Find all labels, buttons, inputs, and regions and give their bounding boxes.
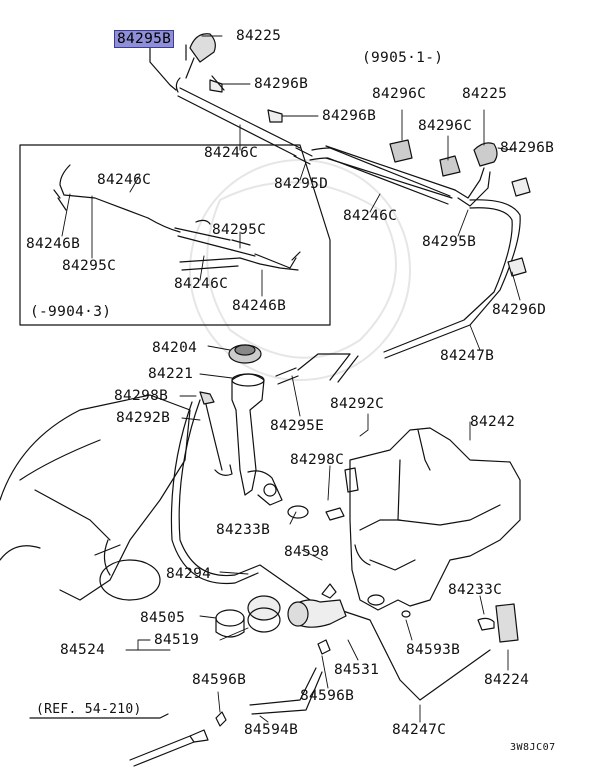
part-84225-2[interactable]: 84225 <box>462 86 508 102</box>
middle-hoses <box>170 391 491 701</box>
reservoir-tank <box>344 427 521 611</box>
part-84294[interactable]: 84294 <box>166 566 212 582</box>
inset-part-84246b-2[interactable]: 84246B <box>232 298 287 314</box>
inset-part-84246c-2[interactable]: 84246C <box>174 276 229 292</box>
part-84295d[interactable]: 84295D <box>274 176 329 192</box>
part-84204[interactable]: 84204 <box>152 340 198 356</box>
part-84296c-2[interactable]: 84296C <box>418 118 473 134</box>
part-84524[interactable]: 84524 <box>60 642 106 658</box>
part-84295b-2[interactable]: 84295B <box>422 234 477 250</box>
part-84242[interactable]: 84242 <box>470 414 516 430</box>
part-84247b[interactable]: 84247B <box>440 348 495 364</box>
part-84292b[interactable]: 84292B <box>116 410 171 426</box>
part-84225-top[interactable]: 84225 <box>236 28 282 44</box>
inset-part-84295c-2[interactable]: 84295C <box>212 222 267 238</box>
part-84519[interactable]: 84519 <box>154 632 200 648</box>
part-84221[interactable]: 84221 <box>148 366 194 382</box>
reference-note: (REF. 54-210) <box>36 702 142 717</box>
part-84246c-2[interactable]: 84246C <box>343 208 398 224</box>
part-84247c[interactable]: 84247C <box>392 722 447 738</box>
part-84296b-2[interactable]: 84296B <box>322 108 377 124</box>
part-84233b[interactable]: 84233B <box>216 522 271 538</box>
part-84596b-2[interactable]: 84596B <box>300 688 355 704</box>
part-84505[interactable]: 84505 <box>140 610 186 626</box>
part-84292c[interactable]: 84292C <box>330 396 385 412</box>
part-84224[interactable]: 84224 <box>484 672 530 688</box>
ref-hose <box>29 713 209 767</box>
part-84246c-1[interactable]: 84246C <box>204 145 259 161</box>
inset-box <box>19 144 331 326</box>
part-84296b-1[interactable]: 84296B <box>254 76 309 92</box>
vehicle-outline <box>0 394 191 601</box>
inset-part-84246c-1[interactable]: 84246C <box>97 172 152 188</box>
part-84295b-top[interactable]: 84295B <box>114 30 175 48</box>
part-84296c-1[interactable]: 84296C <box>372 86 427 102</box>
part-84298c[interactable]: 84298C <box>290 452 345 468</box>
date-range-old: (-9904·3) <box>30 304 112 320</box>
part-84298b-1[interactable]: 84298B <box>114 388 169 404</box>
part-84296d[interactable]: 84296D <box>492 302 547 318</box>
inset-part-84295c-1[interactable]: 84295C <box>62 258 117 274</box>
date-range-new: (9905·1-) <box>362 50 444 66</box>
part-84596b-1[interactable]: 84596B <box>192 672 247 688</box>
diagram-code: 3W8JC07 <box>510 742 556 753</box>
top-hose-assembly <box>149 33 531 359</box>
part-84598[interactable]: 84598 <box>284 544 330 560</box>
part-84531[interactable]: 84531 <box>334 662 380 678</box>
part-84296b-3[interactable]: 84296B <box>500 140 555 156</box>
part-84593b[interactable]: 84593B <box>406 642 461 658</box>
inset-part-84246b-1[interactable]: 84246B <box>26 236 81 252</box>
leader-lines <box>61 35 521 723</box>
part-84594b[interactable]: 84594B <box>244 722 299 738</box>
pump-assembly <box>215 505 519 727</box>
part-84233c[interactable]: 84233C <box>448 582 503 598</box>
part-84295e[interactable]: 84295E <box>270 418 325 434</box>
filler-neck <box>228 344 359 506</box>
